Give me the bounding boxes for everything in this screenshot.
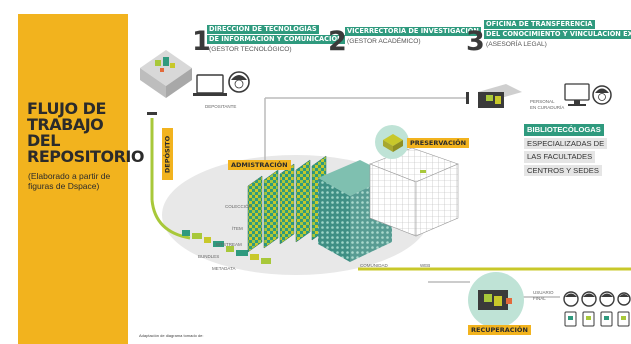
depositor-person-icon bbox=[228, 71, 250, 93]
step-2-role: (GESTOR ACADÉMICO) bbox=[347, 38, 421, 45]
step-1-line-2: DE INFORMACIÓN Y COMUNICACIÓN bbox=[207, 35, 345, 44]
deposit-curve bbox=[150, 199, 191, 240]
deposit-package-icon bbox=[140, 50, 192, 98]
curator-workspace-icon bbox=[478, 84, 522, 108]
community-label: COMUNIDAD bbox=[360, 263, 388, 268]
step-2-line-1: VICERRECTORÍA DE INVESTIGACIÓN bbox=[345, 27, 481, 36]
step-3-role: (ASESORÍA LEGAL) bbox=[486, 41, 547, 48]
deposit-badge: DEPÓSITO bbox=[162, 128, 173, 180]
curator-list: BIBLIOTECÓLOGAS ESPECIALIZADAS DE LAS FA… bbox=[524, 124, 608, 178]
connector-bar-right bbox=[466, 92, 469, 104]
device-icons bbox=[564, 311, 630, 327]
step-1-line-1: DIRECCIÓN DE TECNOLOGÍAS bbox=[207, 25, 319, 34]
deposit-label: DEPÓSITO bbox=[163, 135, 172, 174]
preservation-badge: PRESERVACIÓN bbox=[407, 138, 470, 148]
step-1-role: (GESTOR TECNOLÓGICO) bbox=[209, 46, 292, 53]
step-2-number: 2 bbox=[328, 26, 347, 57]
curator-staff-line-2: EN CURADURÍA bbox=[530, 105, 565, 110]
step-3-text: OFICINA DE TRANSFERENCIA DEL CONOCIMIENT… bbox=[484, 20, 631, 49]
web-label: WEB bbox=[420, 263, 431, 268]
main-title: FLUJO DE TRABAJO DEL REPOSITORIO bbox=[27, 99, 144, 166]
curator-list-item: LAS FACULTADES bbox=[524, 151, 596, 163]
step-1-text: DIRECCIÓN DE TECNOLOGÍAS DE INFORMACIÓN … bbox=[207, 25, 345, 54]
title-panel bbox=[18, 14, 128, 344]
depositor-label: DEPOSITANTE bbox=[205, 104, 237, 109]
administration-badge: ADMISTRACIÓN bbox=[228, 160, 291, 170]
curator-list-item: CENTROS Y SEDES bbox=[524, 164, 602, 176]
connector-bar-left bbox=[147, 112, 157, 115]
curator-person-icon bbox=[592, 85, 612, 105]
step-3-number: 3 bbox=[466, 26, 485, 57]
item-label: ÍTEM bbox=[232, 226, 243, 231]
curator-staff-label: PERSONAL EN CURADURÍA bbox=[530, 99, 564, 111]
retrieval-badge: RECUPERACIÓN bbox=[468, 325, 531, 335]
end-user-icons bbox=[563, 291, 631, 307]
metadata-label: METADATA bbox=[212, 266, 236, 271]
step-3-line-1: OFICINA DE TRANSFERENCIA bbox=[484, 20, 595, 29]
curator-list-item: BIBLIOTECÓLOGAS bbox=[524, 124, 604, 136]
curator-staff-line-1: PERSONAL bbox=[530, 99, 555, 104]
end-user-line-1: USUARIO bbox=[533, 290, 554, 295]
end-user-line-2: FINAL bbox=[533, 296, 546, 301]
curator-list-item: ESPECIALIZADAS DE bbox=[524, 137, 608, 149]
step-1-number: 1 bbox=[192, 26, 211, 57]
bundles-label: BUNDLES bbox=[198, 254, 220, 259]
source-footnote: Adaptación de diagrama tomado de: bbox=[139, 333, 204, 338]
metadata-blocks bbox=[182, 230, 271, 264]
depositor-laptop-icon bbox=[193, 74, 227, 96]
collection-label: COLECCIÓN bbox=[225, 204, 252, 209]
step-2-text: VICERRECTORÍA DE INVESTIGACIÓN (GESTOR A… bbox=[345, 27, 481, 46]
bitstream-label: BITSTREAM bbox=[216, 242, 242, 247]
preservation-cube bbox=[369, 147, 459, 237]
end-user-label: USUARIO FINAL bbox=[533, 290, 554, 302]
preservation-icon bbox=[375, 125, 409, 159]
main-subtitle: (Elaborado a partir de figuras de Dspace… bbox=[28, 171, 111, 191]
curator-computer-icon bbox=[564, 83, 590, 106]
step-3-line-2: DEL CONOCIMIENTO Y VINCULACIÓN EXTERNA bbox=[484, 30, 631, 39]
retrieval-icon bbox=[468, 272, 524, 328]
